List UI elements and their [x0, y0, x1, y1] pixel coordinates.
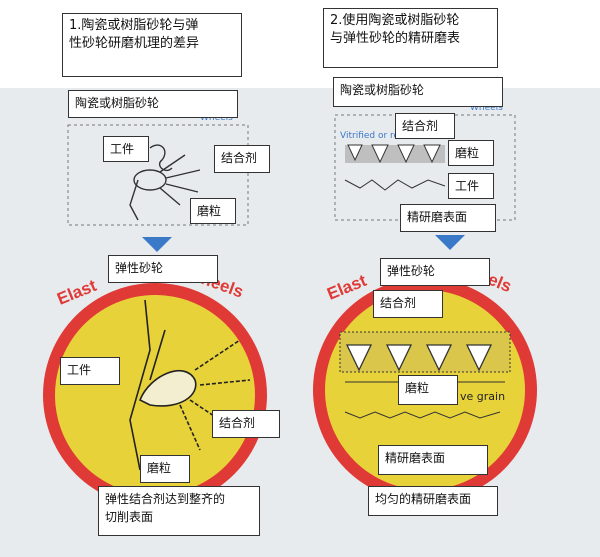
right-elastic-label: 弹性砂轮: [380, 258, 490, 286]
right-vitrified-print: Vitrified or re: [340, 131, 400, 141]
left-bond-bottom: 结合剂: [212, 410, 280, 438]
left-result: 弹性结合剂达到整齐的 切削表面: [98, 486, 260, 536]
right-header: 2.使用陶瓷或树脂砂轮 与弹性砂轮的精研磨表: [323, 8, 498, 68]
right-wheels-print: Wheels: [470, 103, 503, 113]
right-vitrified-grains: [347, 144, 441, 164]
right-finish-top: 精研磨表面: [400, 204, 496, 232]
left-header: 1.陶瓷或树脂砂轮与弹 性砂轮研磨机理的差异: [62, 13, 242, 77]
right-grain-top: 磨粒: [448, 140, 494, 166]
left-wheel-sketch: [129, 299, 251, 471]
right-grain-text: ve grain: [460, 390, 505, 403]
left-vitrified-label: 陶瓷或树脂砂轮: [68, 90, 238, 118]
left-grain-top: 磨粒: [190, 198, 236, 224]
right-result: 均匀的精研磨表面: [368, 486, 498, 516]
left-workpiece-top: 工件: [103, 136, 149, 162]
left-grain-bottom: 磨粒: [140, 455, 190, 483]
right-bond-top: 结合剂: [395, 113, 455, 139]
left-wheels-print: Wheels: [200, 113, 233, 123]
right-finish-bottom: 精研磨表面: [378, 445, 488, 475]
left-down-arrow: [142, 237, 172, 252]
right-down-arrow: [435, 235, 465, 250]
left-bond-top: 结合剂: [214, 145, 270, 173]
left-workpiece-bottom: 工件: [60, 357, 120, 385]
left-vitrified-panel: [67, 124, 249, 226]
right-workpiece-top: 工件: [448, 173, 494, 199]
right-bond-strip: [345, 145, 445, 163]
right-vitrified-label: 陶瓷或树脂砂轮: [333, 77, 503, 107]
right-workpiece-line: [344, 179, 446, 191]
right-grain-bottom: 磨粒: [398, 375, 458, 405]
left-elastic-label: 弹性砂轮: [108, 255, 218, 283]
right-finish-line: [344, 411, 501, 419]
left-vitrified-sketch: [129, 144, 201, 221]
right-bond-bottom: 结合剂: [373, 290, 443, 318]
right-wheel-grains: [345, 344, 493, 372]
